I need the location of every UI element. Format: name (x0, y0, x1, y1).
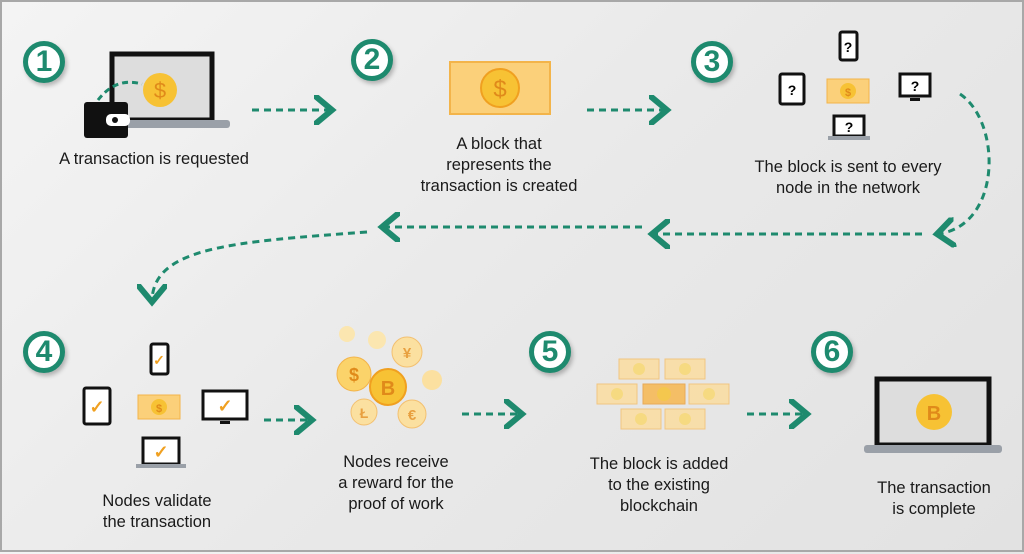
svg-text:?: ? (911, 78, 920, 94)
crypto-coins-reward-icon: $ ¥ Ł € B (336, 326, 442, 429)
step-1-badge: 1 (23, 41, 65, 83)
svg-text:$: $ (156, 403, 162, 415)
svg-text:✓: ✓ (217, 396, 232, 416)
laptop-bitcoin-icon: B (864, 376, 1002, 453)
arrow-3-down (937, 92, 991, 234)
svg-text:$: $ (493, 76, 506, 103)
step-4-badge: 4 (23, 331, 65, 373)
svg-text:B: B (927, 403, 941, 425)
svg-text:✓: ✓ (153, 442, 168, 462)
step-3-badge: 3 (691, 41, 733, 83)
svg-text:✓: ✓ (153, 352, 165, 368)
dollar-bill-icon: $ (449, 61, 551, 115)
svg-text:€: € (408, 407, 417, 424)
svg-text:✓: ✓ (89, 397, 104, 417)
svg-text:?: ? (844, 39, 853, 55)
svg-text:?: ? (788, 82, 797, 98)
svg-text:$: $ (349, 365, 359, 385)
wallet-icon (84, 102, 130, 138)
step-5-badge: 5 (529, 331, 571, 373)
network-unknown-nodes-icon: $ ? ? ? ? (778, 30, 932, 140)
svg-text:B: B (381, 378, 395, 400)
svg-text:$: $ (845, 87, 851, 99)
step-2-badge: 2 (351, 39, 393, 81)
svg-text:Ł: Ł (360, 405, 369, 421)
network-validated-nodes-icon: $ ✓ ✓ ✓ ✓ (82, 342, 249, 468)
blockchain-icon (596, 358, 730, 430)
arrow-to-4 (152, 230, 368, 302)
step-1-caption: A transaction is requested (59, 150, 249, 168)
svg-text:¥: ¥ (403, 345, 412, 362)
svg-text:?: ? (845, 119, 854, 135)
dollar-coin-icon: $ (143, 73, 177, 107)
step-6-badge: 6 (811, 331, 853, 373)
svg-text:$: $ (154, 78, 166, 103)
